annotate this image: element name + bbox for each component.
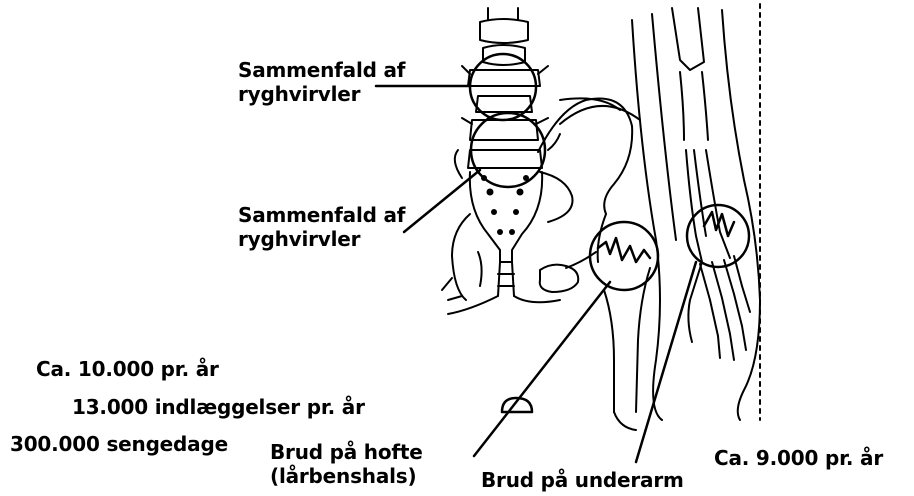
label-vertebra-upper: Sammenfald af ryghvirvler <box>238 58 405 106</box>
pointer-vertebra-lower <box>404 170 480 232</box>
pelvis <box>448 134 573 314</box>
stat-bed-days: 300.000 sengedage <box>10 432 228 456</box>
forearm-fracture-mark <box>704 212 734 236</box>
stat-admissions: 13.000 indlæggelser pr. år <box>72 395 365 419</box>
label-forearm-count: Ca. 9.000 pr. år <box>714 446 883 470</box>
hip-fracture-mark <box>598 238 650 262</box>
label-vertebra-lower: Sammenfald af ryghvirvler <box>238 203 405 251</box>
pointer-forearm <box>636 262 696 462</box>
pointer-hip <box>474 282 610 456</box>
hip-and-femur <box>538 98 650 430</box>
label-forearm-fracture: Brud på underarm <box>481 468 684 492</box>
label-hip-fracture: Brud på hofte (lårbenshals) <box>270 440 423 488</box>
stat-per-year: Ca. 10.000 pr. år <box>36 357 219 381</box>
